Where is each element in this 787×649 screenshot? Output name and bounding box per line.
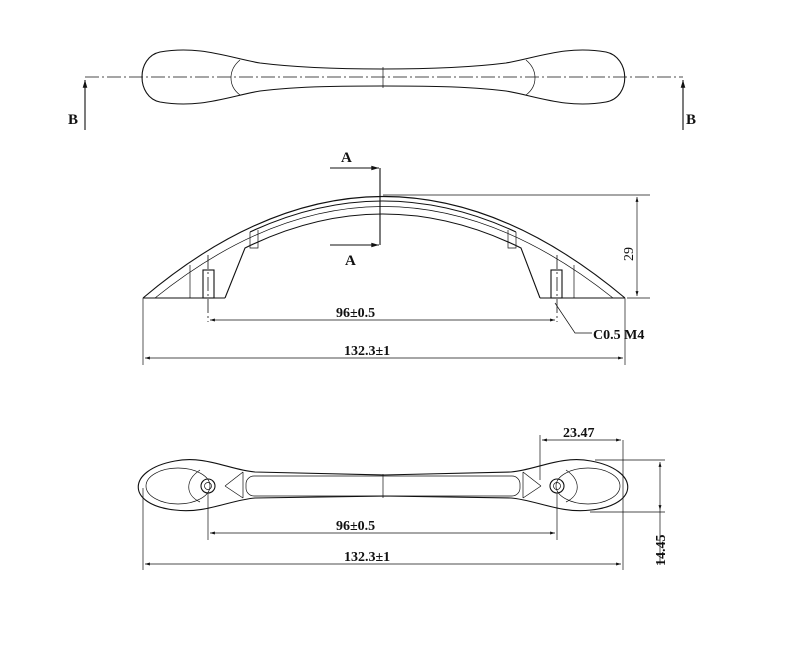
handle-arc-outer bbox=[142, 196, 626, 299]
bottom-view: 96±0.5 132.3±1 23.47 14.45 bbox=[137, 426, 669, 570]
dimension-end-length-label: 23.47 bbox=[563, 426, 595, 441]
dimension-hole-spacing-label: 96±0.5 bbox=[336, 306, 375, 321]
dimension-overall-length-bottom-label: 132.3±1 bbox=[344, 550, 390, 565]
thread-note: C0.5 M4 bbox=[593, 328, 644, 343]
section-label-b-right: B bbox=[686, 112, 696, 128]
mounting-hole-left-bottom bbox=[200, 478, 216, 494]
handle-outline-bottom bbox=[137, 459, 629, 512]
top-view: B B bbox=[68, 49, 696, 130]
thread-leader bbox=[554, 302, 592, 334]
section-label-b-left: B bbox=[68, 112, 78, 128]
dimension-hole-spacing-bottom-label: 96±0.5 bbox=[336, 519, 375, 534]
dimension-height-label: 29 bbox=[622, 247, 637, 261]
section-label-a-top: A bbox=[341, 150, 352, 166]
dimension-width-label: 14.45 bbox=[654, 535, 669, 567]
front-view: A A 96±0.5 132.3±1 29 C0.5 M4 bbox=[142, 150, 650, 365]
mounting-hole-left bbox=[202, 269, 215, 299]
mounting-hole-right bbox=[550, 269, 563, 299]
dimension-overall-length-label: 132.3±1 bbox=[344, 344, 390, 359]
handle-arc-inner bbox=[224, 213, 541, 299]
section-label-a-bottom: A bbox=[345, 253, 356, 269]
handle-outline-top bbox=[141, 49, 626, 105]
